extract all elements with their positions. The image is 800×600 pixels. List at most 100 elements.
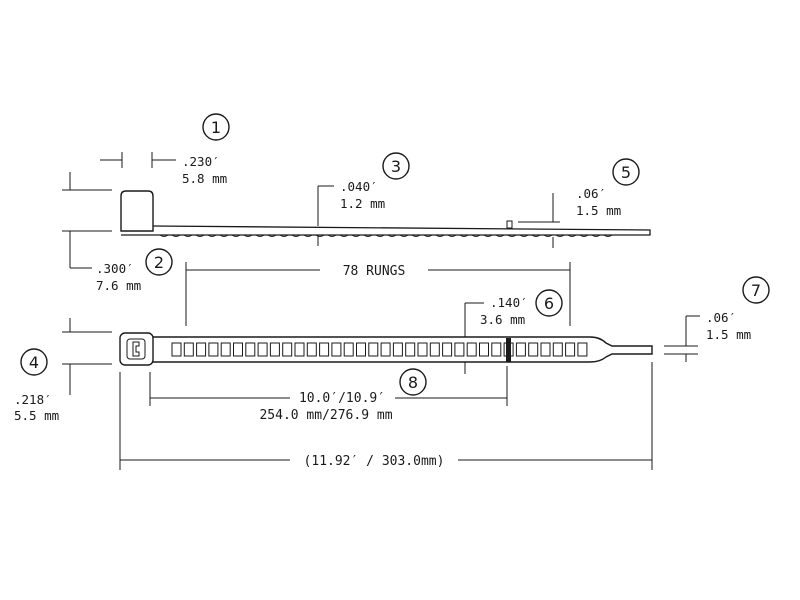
- strap-bump: [171, 234, 181, 237]
- strap-bump: [207, 234, 217, 237]
- strap-bump: [375, 234, 385, 237]
- strap-bump: [495, 234, 505, 237]
- rung-window: [454, 342, 465, 357]
- side-view-tab: [506, 220, 513, 229]
- strap-bump: [339, 234, 349, 237]
- strap-bump: [303, 234, 313, 237]
- strap-width-mm-label: 3.6 mm: [480, 312, 525, 327]
- callout-5: 5: [612, 158, 640, 186]
- strap-bump: [507, 234, 517, 237]
- strap-bump: [423, 234, 433, 237]
- side-view: [120, 190, 651, 237]
- strap-bump: [291, 234, 301, 237]
- rung-window: [442, 342, 453, 357]
- strap-bump: [555, 234, 565, 237]
- rung-window: [171, 342, 182, 357]
- strap-bump: [483, 234, 493, 237]
- top-view-head-slot: [126, 338, 146, 360]
- svg-text:5: 5: [621, 163, 631, 182]
- rung-window: [319, 342, 330, 357]
- head-height-mm-label: 7.6 mm: [96, 278, 141, 293]
- svg-text:8: 8: [408, 373, 418, 392]
- strap-bump: [603, 234, 613, 237]
- svg-text:7: 7: [751, 281, 761, 300]
- rung-window: [392, 342, 403, 357]
- strap-thickness-in-label: .040′: [340, 179, 378, 194]
- head-width-mm-label: 5.8 mm: [182, 171, 227, 186]
- svg-text:4: 4: [29, 353, 39, 372]
- dimension-lines: [62, 152, 700, 470]
- strap-bump: [471, 234, 481, 237]
- rung-window: [183, 342, 194, 357]
- rung-window: [491, 342, 502, 357]
- callout-2: 2: [145, 248, 173, 276]
- callout-8: 8: [399, 368, 427, 396]
- bundle-length-mm-label: 254.0 mm/276.9 mm: [259, 408, 392, 423]
- rung-window: [294, 342, 305, 357]
- rung-window: [356, 342, 366, 357]
- strap-bump: [231, 234, 241, 237]
- top-view: [119, 332, 653, 366]
- callout-6: 6: [535, 289, 563, 317]
- rung-window: [565, 342, 576, 357]
- rung-window: [368, 342, 379, 357]
- rung-height-in-label: .06′: [576, 186, 606, 201]
- tail-thickness-mm-label: 1.5 mm: [706, 327, 751, 342]
- rung-window: [417, 342, 428, 357]
- overall-length-label: (11.92′ / 303.0mm): [304, 454, 445, 469]
- strap-bump: [411, 234, 421, 237]
- top-view-head-pawl: [132, 341, 140, 357]
- strap-bump: [519, 234, 529, 237]
- strap-bump: [219, 234, 229, 237]
- rung-window: [220, 342, 231, 357]
- tail-thickness-in-label: .06′: [706, 310, 736, 325]
- top-view-rungs: [171, 342, 588, 357]
- rung-window: [577, 342, 588, 357]
- rung-window: [245, 342, 256, 357]
- side-view-strap: [121, 225, 651, 236]
- rung-window: [306, 342, 317, 357]
- rung-window: [282, 342, 293, 357]
- rung-window: [331, 342, 342, 357]
- side-view-rungs: [159, 234, 613, 237]
- side-view-head: [120, 190, 154, 232]
- strap-bump: [435, 234, 445, 237]
- strap-bump: [531, 234, 541, 237]
- strap-bump: [183, 234, 193, 237]
- rung-window: [515, 342, 526, 357]
- rung-window: [208, 342, 219, 357]
- strap-bump: [255, 234, 265, 237]
- rung-window: [540, 342, 551, 357]
- strap-bump: [195, 234, 205, 237]
- head-width-in-label: .230′: [182, 154, 220, 169]
- rung-window: [269, 342, 280, 357]
- svg-text:2: 2: [154, 253, 164, 272]
- rung-window: [196, 342, 207, 357]
- callout-3: 3: [382, 152, 410, 180]
- rung-window: [405, 342, 416, 357]
- callout-7: 7: [742, 276, 770, 304]
- top-view-marker: [506, 338, 511, 362]
- strap-bump: [279, 234, 289, 237]
- strap-bump: [315, 234, 325, 237]
- rungs-label: 78 RUNGS: [343, 264, 406, 279]
- rung-window: [380, 342, 391, 357]
- strap-bump: [399, 234, 409, 237]
- strap-thickness-mm-label: 1.2 mm: [340, 196, 385, 211]
- strap-bump: [351, 234, 361, 237]
- rung-window: [466, 342, 477, 357]
- head-height-in-label: .300′: [96, 261, 134, 276]
- callout-4: 4: [20, 348, 48, 376]
- rung-window: [528, 342, 539, 357]
- strap-bump: [447, 234, 457, 237]
- bundle-length-in-label: 10.0′/10.9′: [299, 391, 385, 406]
- strap-bump: [579, 234, 589, 237]
- strap-bump: [459, 234, 469, 237]
- callout-1: 1: [202, 113, 230, 141]
- strap-bump: [591, 234, 601, 237]
- strap-bump: [243, 234, 253, 237]
- rung-window: [552, 342, 563, 357]
- svg-text:3: 3: [391, 157, 401, 176]
- head-side-in-label: .218′: [14, 392, 52, 407]
